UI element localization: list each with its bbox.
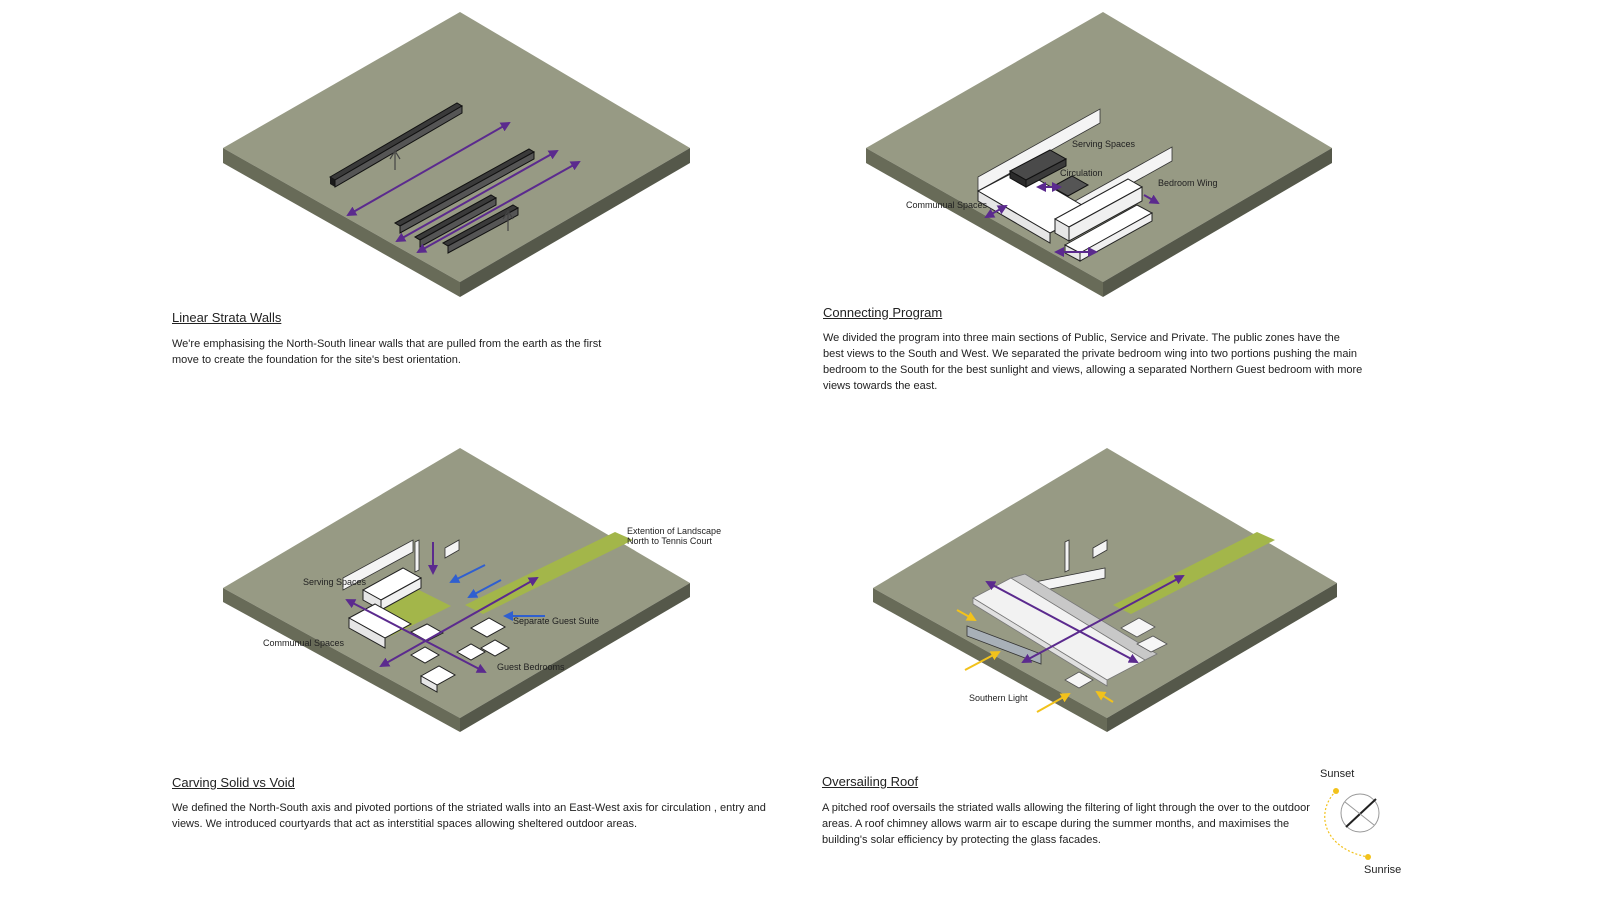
axis-arrow bbox=[346, 122, 581, 253]
sun-arc bbox=[1324, 790, 1369, 858]
panel-description: A pitched roof oversails the striated wa… bbox=[822, 802, 1310, 846]
bedroom-block bbox=[1053, 178, 1154, 262]
label-landscape-extension-2: North to Tennis Court bbox=[627, 536, 712, 546]
label-serving-spaces: Serving Spaces bbox=[303, 577, 367, 587]
view-arrow bbox=[449, 564, 545, 621]
diagram-linear-strata-walls bbox=[223, 12, 690, 297]
panel-title: Connecting Program bbox=[823, 305, 943, 320]
label-guest-suite: Separate Guest Suite bbox=[513, 616, 599, 626]
ground-slab bbox=[873, 448, 1337, 732]
compass-icon bbox=[1340, 793, 1380, 833]
label-communal-spaces: Communual Spaces bbox=[906, 200, 988, 210]
light-arrow bbox=[956, 609, 1114, 713]
label-guest-bedrooms: Guest Bedrooms bbox=[497, 662, 565, 672]
serving-block bbox=[1008, 149, 1090, 197]
label-bedroom-wing: Bedroom Wing bbox=[1158, 178, 1218, 188]
sun-icon bbox=[1333, 788, 1371, 860]
panel-description: We're emphasising the North-South linear… bbox=[172, 338, 602, 366]
circulation-arrow bbox=[984, 182, 1160, 257]
ground-slab bbox=[866, 12, 1332, 297]
label-serving-spaces: Serving Spaces bbox=[1072, 139, 1136, 149]
panel-title: Carving Solid vs Void bbox=[172, 775, 295, 790]
label-southern-light: Southern Light bbox=[969, 693, 1028, 703]
panel-description: We divided the program into three main s… bbox=[823, 332, 1363, 392]
panel-description: We defined the North-South axis and pivo… bbox=[172, 802, 766, 830]
wall bbox=[342, 539, 460, 591]
label-landscape-extension: Extention of Landscape bbox=[627, 526, 721, 536]
label-circulation: Circulation bbox=[1060, 168, 1103, 178]
diagram-oversailing-roof: Southern Light bbox=[873, 448, 1337, 732]
panel-title: Oversailing Roof bbox=[822, 774, 919, 789]
panel-title: Linear Strata Walls bbox=[172, 310, 282, 325]
sunset-label: Sunset bbox=[1320, 768, 1354, 780]
sunrise-label: Sunrise bbox=[1364, 864, 1401, 876]
axis-arrow bbox=[985, 575, 1185, 663]
diagram-carving-solid-vs-void: Extention of Landscape North to Tennis C… bbox=[223, 448, 721, 732]
sun-path-diagram: Sunset Sunrise bbox=[1320, 768, 1401, 876]
ground-slab bbox=[223, 12, 690, 297]
label-communal-spaces: Communual Spaces bbox=[263, 638, 345, 648]
ground-slab bbox=[223, 448, 690, 732]
axis-arrow bbox=[345, 542, 539, 673]
diagram-connecting-program: Serving Spaces Circulation Bedroom Wing … bbox=[866, 12, 1332, 297]
